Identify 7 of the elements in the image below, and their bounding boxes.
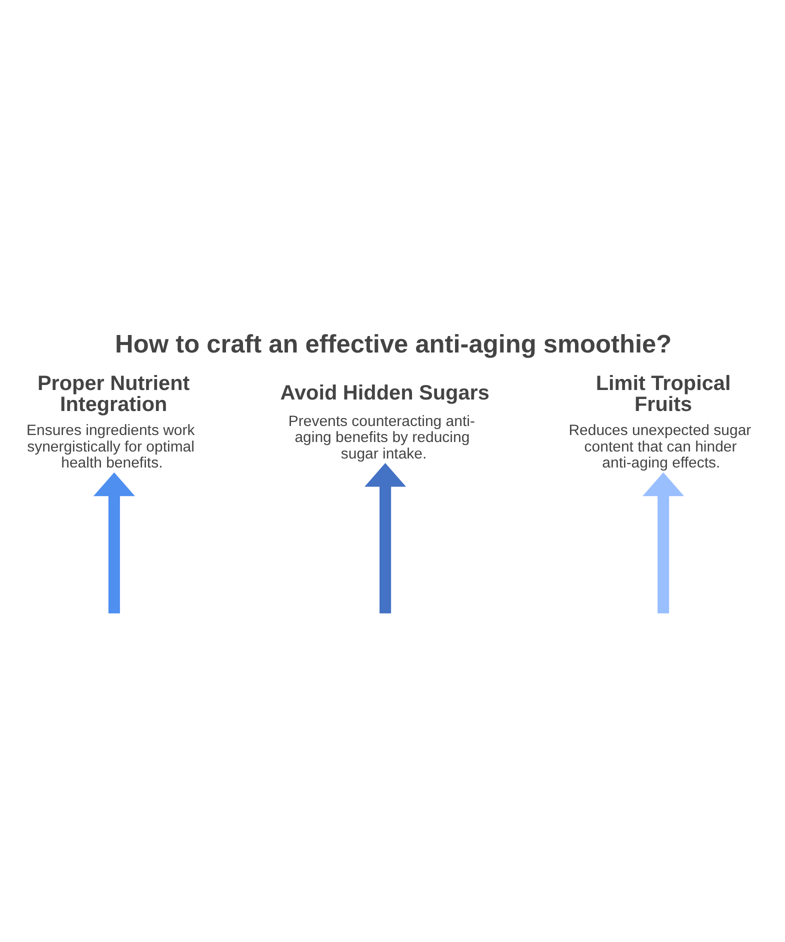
arrow [642, 472, 684, 613]
node-text: Avoid Hidden Sugars Prevents counteracting anti-aging benefits by reducing sugar intake. [280, 380, 490, 462]
diagram-title: How to craft an effective anti-aging smoothie? [115, 330, 672, 358]
node-text: Limit Tropical Fruits Reduces unexpected sugar content that can hinder anti-aging effects. [568, 372, 752, 472]
arrow [93, 472, 135, 613]
node-text: Proper Nutrient Integration Ensures ingredients work synergistically for optimal health benefits. [26, 372, 195, 472]
arrow [364, 462, 406, 613]
